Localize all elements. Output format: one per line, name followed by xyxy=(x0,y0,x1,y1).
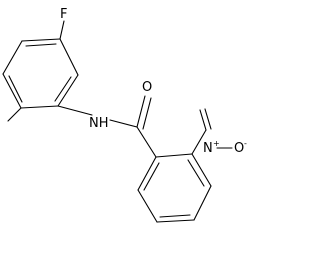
nitro-oxygen-charge: - xyxy=(244,139,247,148)
carbonyl-double-bond-a xyxy=(136,95,146,128)
bond xyxy=(155,153,193,158)
nitrophenyl-ring xyxy=(137,153,212,223)
bond-nh-carbonyl xyxy=(109,119,138,128)
bond-ring-nh xyxy=(57,105,93,116)
bond xyxy=(20,105,59,109)
bond xyxy=(137,156,157,191)
double-bond-inner xyxy=(187,159,205,187)
carbonyl-double-bond-b xyxy=(142,97,152,130)
bond xyxy=(193,185,212,221)
nitro-nitrogen-label: N xyxy=(203,141,213,156)
nitro-nitrogen-charge: + xyxy=(213,139,220,148)
bond xyxy=(59,38,79,76)
bond-methyl xyxy=(7,107,22,122)
bond-carbonyl-ring xyxy=(136,126,157,158)
amide-nh-label: NH xyxy=(89,116,109,131)
double-bond-inner xyxy=(25,43,57,47)
chemical-structure-drawing: F NH O N + O - xyxy=(2,7,247,223)
carbonyl-oxygen-label: O xyxy=(142,80,152,95)
double-bond-inner xyxy=(143,162,160,191)
double-bond-inner xyxy=(159,214,191,218)
bond xyxy=(21,38,61,42)
bond xyxy=(191,153,212,187)
double-bond-inner xyxy=(54,76,72,102)
bond xyxy=(57,74,79,107)
fluorine-label: F xyxy=(60,7,67,22)
bond xyxy=(2,40,23,75)
nitro-oxygen-label: O xyxy=(234,141,244,156)
bond xyxy=(2,73,22,109)
nitro-double-bond-b xyxy=(204,108,212,130)
fluoro-methyl-phenyl-ring xyxy=(2,38,79,109)
nitro-double-bond-a xyxy=(199,109,207,131)
bond xyxy=(156,219,195,223)
bond-ring-nitro xyxy=(191,129,207,155)
bond-c-f xyxy=(59,20,65,40)
bond xyxy=(137,189,158,223)
double-bond-inner xyxy=(8,75,23,103)
